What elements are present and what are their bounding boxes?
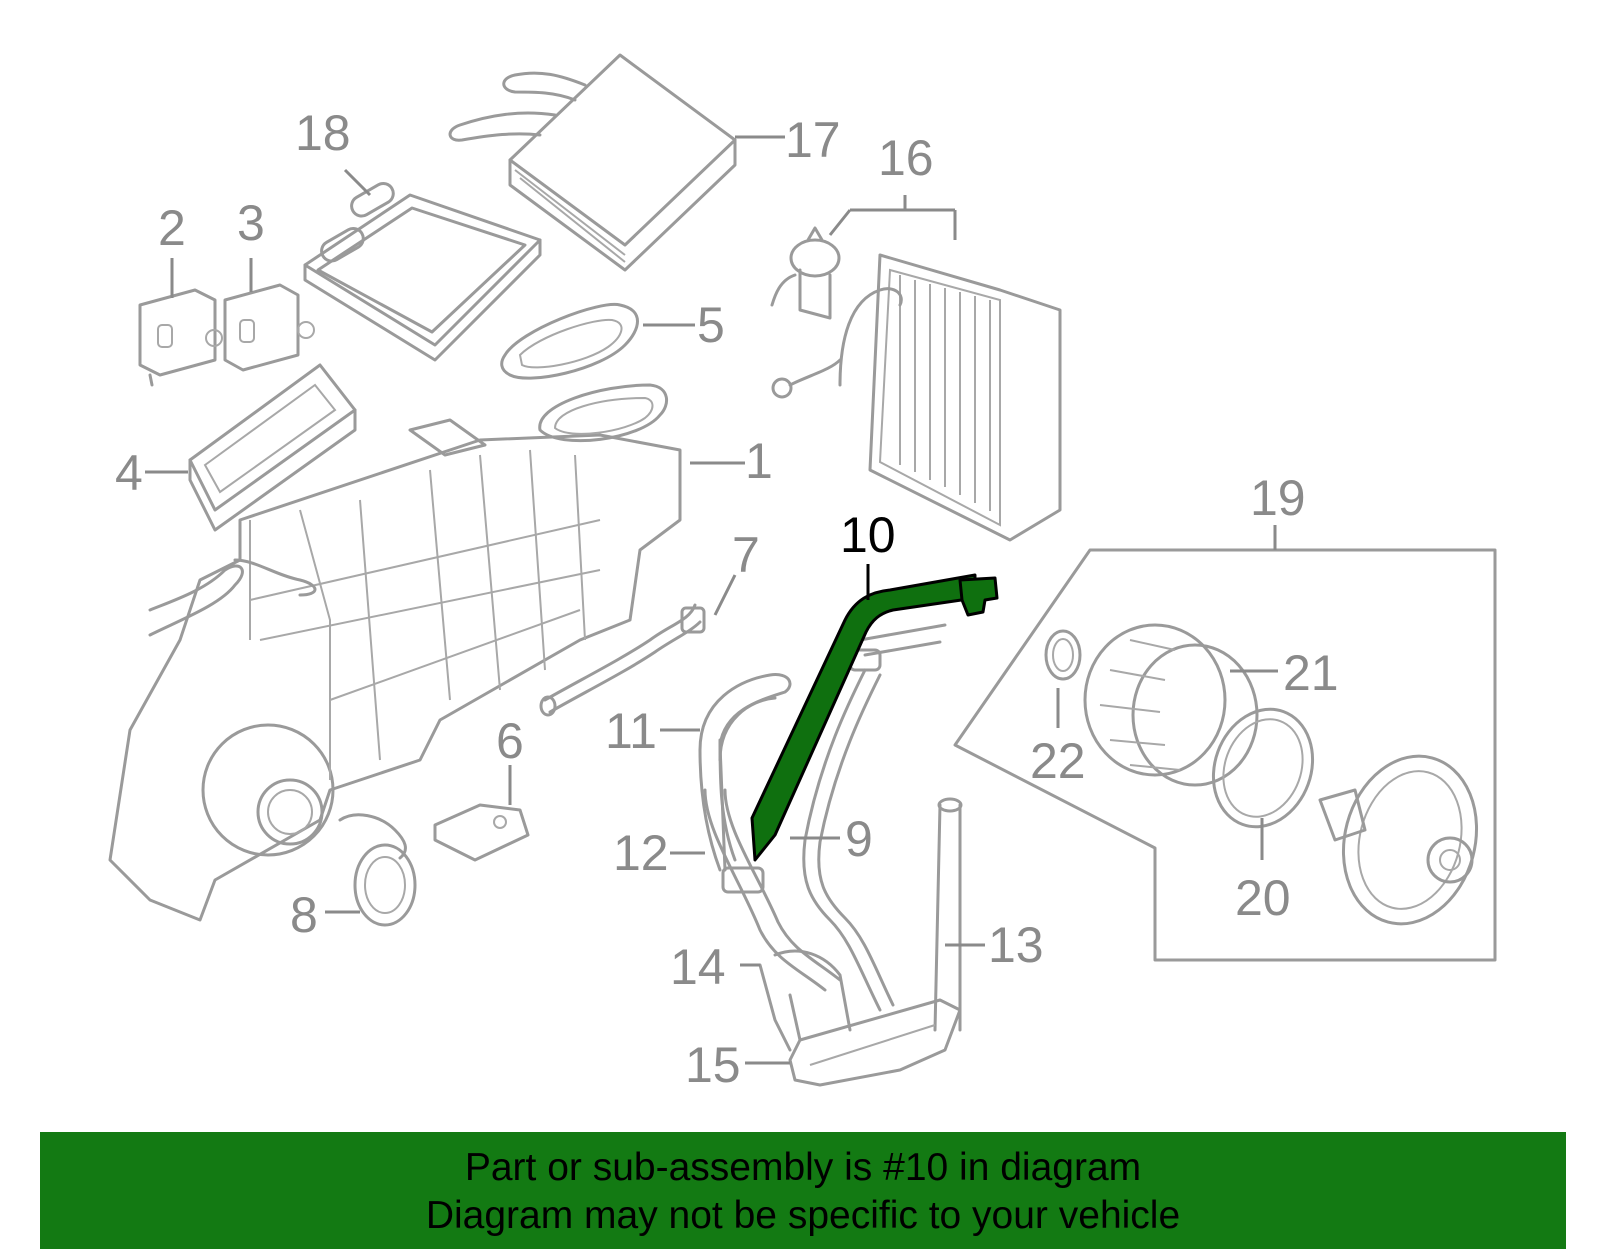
part-21-blower-wheel	[1083, 623, 1259, 787]
callout-20: 20	[1235, 870, 1291, 926]
part-1-hvac-housing	[108, 383, 682, 922]
callout-1: 1	[745, 433, 773, 489]
part-22-ring	[1044, 629, 1082, 681]
blower-motor	[1318, 754, 1479, 926]
part-7-drain-hose	[539, 603, 706, 717]
part-2-actuator	[138, 288, 217, 387]
part-6-bracket	[433, 803, 530, 862]
part-4-door	[188, 363, 357, 532]
callout-17: 17	[785, 112, 841, 168]
callout-7: 7	[732, 527, 760, 583]
callout-15: 15	[685, 1037, 741, 1093]
part-8-seal	[338, 813, 417, 927]
part-10-highlighted-line	[750, 573, 999, 862]
part-12-line	[703, 788, 842, 992]
info-banner: Part or sub-assembly is #10 in diagram D…	[40, 1132, 1566, 1249]
banner-line-2: Diagram may not be specific to your vehi…	[425, 1194, 1181, 1237]
part-11-line	[698, 673, 792, 872]
callout-9: 9	[845, 811, 873, 867]
leader-lines	[145, 135, 1278, 1065]
part-14-bracket	[758, 949, 852, 1052]
callout-16: 16	[878, 130, 934, 186]
callout-6: 6	[496, 713, 524, 769]
callout-11: 11	[605, 703, 657, 759]
part-19-blower-group	[953, 548, 1497, 962]
callout-12: 12	[613, 825, 669, 881]
callout-13: 13	[988, 917, 1044, 973]
callout-3: 3	[237, 195, 265, 251]
part-15-base	[788, 998, 962, 1087]
callout-22: 22	[1030, 733, 1086, 789]
callout-5: 5	[697, 297, 725, 353]
part-13-pipe	[933, 797, 963, 1032]
callout-10: 10	[840, 507, 896, 563]
part-18-filter	[303, 182, 542, 362]
banner-line-1: Part or sub-assembly is #10 in diagram	[464, 1146, 1142, 1189]
callout-18: 18	[295, 105, 351, 161]
part-20-gasket	[1211, 707, 1315, 829]
exploded-parts-diagram: 1 2 3 4 5 6 7 8 9 10 11 12 13 14 15 16 1…	[108, 53, 1497, 1093]
callout-8: 8	[290, 887, 318, 943]
part-5-seal	[500, 302, 639, 380]
part-16-expansion-valve	[770, 226, 841, 320]
part-16-evaporator-core	[771, 253, 1062, 542]
callout-21: 21	[1283, 645, 1339, 701]
callout-2: 2	[158, 200, 186, 256]
part-3-actuator	[205, 283, 315, 372]
part-17-heater-core	[448, 53, 737, 272]
callout-14: 14	[670, 939, 726, 995]
callout-19: 19	[1250, 470, 1306, 526]
callout-labels: 1 2 3 4 5 6 7 8 9 10 11 12 13 14 15 16 1…	[115, 105, 1339, 1093]
callout-4: 4	[115, 445, 143, 501]
